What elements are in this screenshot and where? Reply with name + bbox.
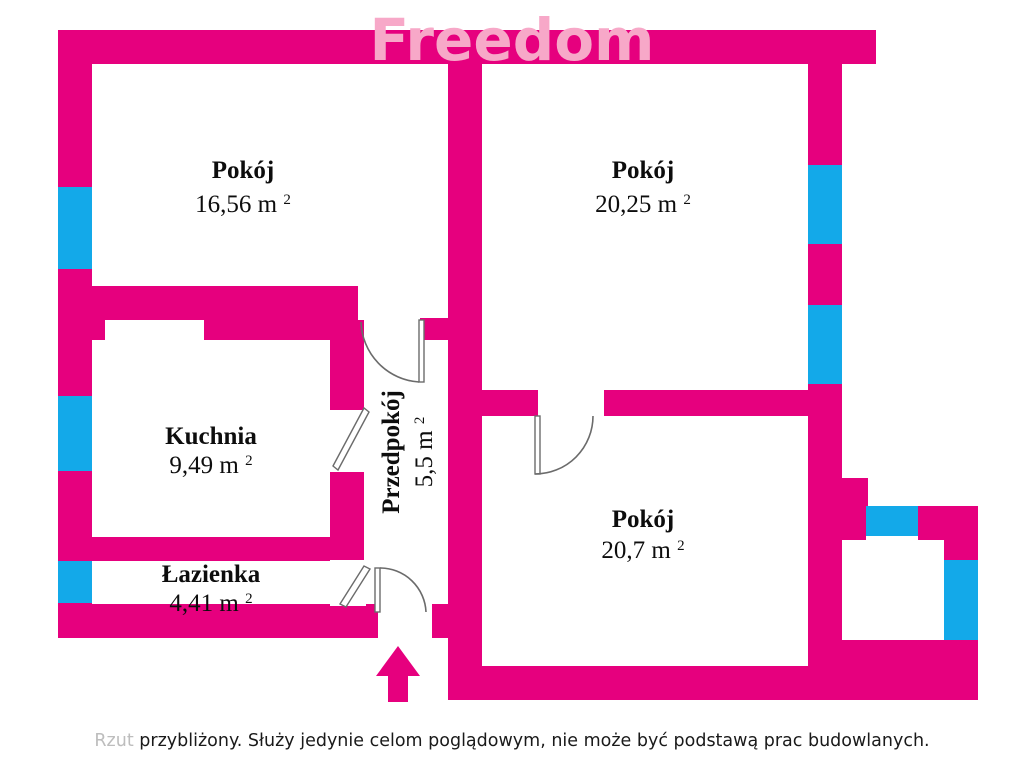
room-label-pokoj-1: Pokój 16,56 m 2 — [195, 157, 291, 218]
room-area-value: 9,49 — [169, 452, 213, 479]
wall-kuchnia-top-step — [204, 320, 364, 340]
opening-entrance-final — [378, 604, 432, 640]
window-right-1 — [808, 165, 842, 244]
doors-group — [332, 319, 594, 613]
window-left-3 — [58, 561, 92, 603]
window-alcove-right — [944, 560, 978, 640]
room-area: 9,49 m 2 — [169, 452, 252, 479]
floor-kuchnia-final — [105, 340, 330, 537]
entrance-arrow-shape — [376, 646, 420, 702]
disclaimer: Rzut przybliżony. Służy jedynie celom po… — [94, 731, 929, 751]
wall-bottom-pokoj3-top — [448, 666, 868, 700]
wall-top-edge-top — [58, 30, 876, 64]
room-name: Pokój — [212, 157, 275, 184]
disclaimer-main: przybliżony. Służy jedynie celom poglądo… — [139, 731, 929, 751]
wall-corridor-stub-top — [418, 318, 448, 340]
room-label-kuchnia: Kuchnia 9,49 m 2 — [165, 423, 257, 479]
entrance-arrow-icon — [376, 646, 420, 702]
floor-przedpokoj-final — [364, 342, 448, 604]
room-area-value: 4,41 — [169, 590, 213, 617]
watermark-freedom: Freedom — [370, 6, 655, 74]
room-area-value: 5,5 — [411, 456, 438, 487]
room-label-przedpokoj: Przedpokój 5,5 m 2 — [378, 390, 438, 514]
room-name: Pokój — [612, 506, 675, 533]
wall-bottom-left-top — [58, 604, 378, 638]
door-pokoj2-pokoj3 — [534, 415, 594, 475]
wall-right-lower-vert-top — [808, 540, 842, 666]
floor-alcove-final — [842, 540, 944, 640]
door-swing-arc — [360, 321, 420, 383]
wall-right-edge-top — [808, 64, 842, 508]
room-area: 20,25 m 2 — [595, 191, 691, 218]
room-area: 16,56 m 2 — [195, 191, 291, 218]
window-left-2 — [58, 396, 92, 471]
wall-kuchnia-lazienka-top — [92, 537, 364, 561]
room-name: Łazienka — [162, 561, 261, 588]
opening-pokoj3-final — [538, 390, 604, 416]
room-area-exponent: 2 — [245, 591, 253, 607]
room-area: 5,5 m 2 — [411, 417, 438, 488]
window-right-2 — [808, 305, 842, 384]
room-area-exponent: 2 — [683, 192, 691, 208]
floor-pokoj-2-final — [482, 64, 808, 390]
room-area-value: 16,56 — [195, 191, 251, 218]
room-area-unit: m — [651, 537, 671, 564]
room-label-pokoj-2: Pokój 20,25 m 2 — [595, 157, 691, 218]
wall-touchups — [58, 30, 978, 700]
door-leaf — [534, 415, 541, 475]
disclaimer-faded-word: Rzut — [94, 731, 133, 751]
door-kuchnia-przedpokoj — [332, 406, 370, 472]
room-area-exponent: 2 — [677, 538, 685, 554]
room-area-unit: m — [219, 452, 239, 479]
room-labels-group: Pokój 16,56 m 2 Pokój 20,25 m 2 Kuchnia … — [162, 157, 691, 617]
window-left-1 — [58, 187, 92, 269]
wall-step-top — [58, 320, 105, 340]
wall-tr-corner-top — [842, 30, 876, 64]
room-name: Przedpokój — [378, 390, 405, 514]
room-area-value: 20,25 — [595, 191, 651, 218]
room-area-unit: m — [411, 430, 438, 450]
room-name: Pokój — [612, 157, 675, 184]
room-area: 4,41 m 2 — [169, 590, 252, 617]
room-area-unit: m — [258, 191, 278, 218]
room-label-lazienka: Łazienka 4,41 m 2 — [162, 561, 261, 617]
room-area-exponent: 2 — [412, 417, 428, 425]
room-area-value: 20,7 — [601, 537, 645, 564]
door-leaf — [338, 565, 372, 608]
door-leaf — [418, 319, 425, 383]
door-leaf — [332, 406, 370, 472]
room-name: Kuchnia — [165, 423, 257, 450]
door-entrance-przedpokoj — [374, 567, 427, 613]
floor-pokoj-1-final — [92, 64, 448, 286]
door-swing-arc — [379, 567, 427, 613]
room-area-unit: m — [658, 191, 678, 218]
room-area-exponent: 2 — [245, 453, 253, 469]
wall-h-pokoj1-kuchnia-top — [58, 286, 358, 320]
door-leaf — [374, 567, 381, 613]
room-label-pokoj-3: Pokój 20,7 m 2 — [601, 506, 684, 564]
wall-mid-right-top — [482, 390, 808, 416]
room-area-unit: m — [219, 590, 239, 617]
room-area-exponent: 2 — [283, 192, 291, 208]
opening-pokoj1-final — [364, 318, 420, 342]
wall-central-upper-top — [448, 30, 482, 370]
wall-alcove-left-top — [808, 478, 868, 540]
window-alcove-top — [866, 506, 918, 536]
windows-group — [58, 165, 978, 640]
door-lazienka-przedpokoj — [338, 565, 372, 608]
floor-lazienka-final — [92, 561, 330, 604]
door-pokoj1-przedpokoj — [360, 319, 425, 383]
room-area: 20,7 m 2 — [601, 537, 684, 564]
door-swing-arc — [534, 415, 594, 475]
